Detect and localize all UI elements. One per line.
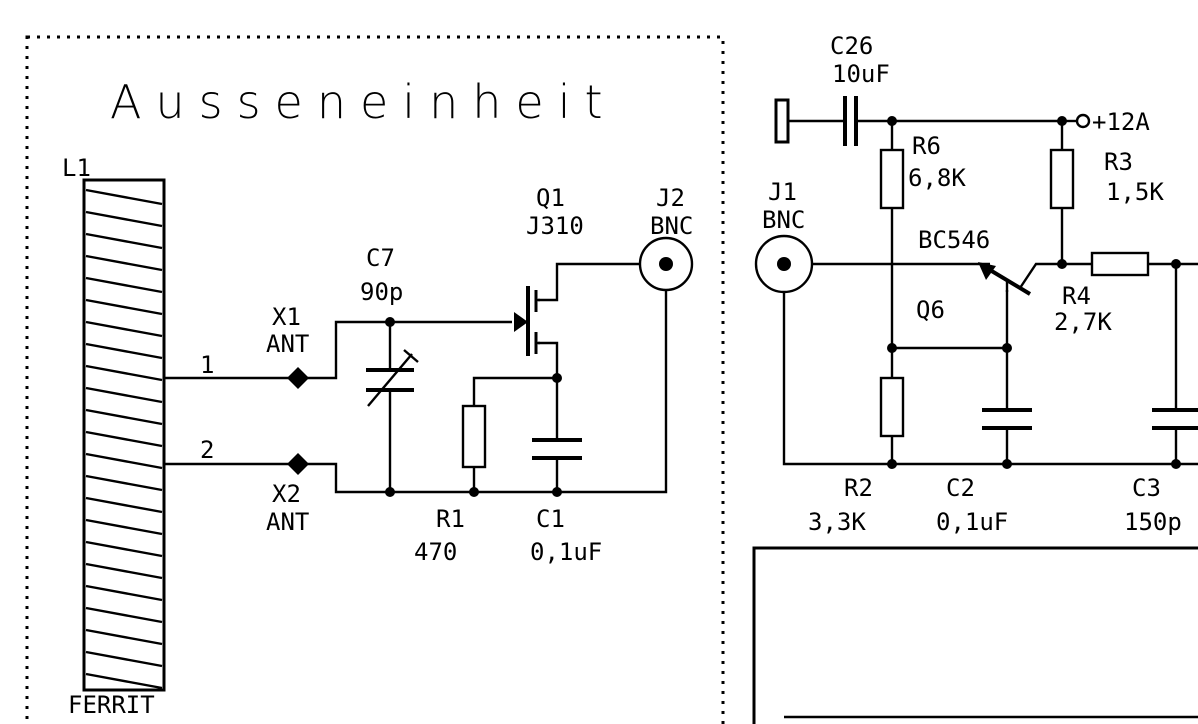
capacitor-c1: C1 0,1uF xyxy=(530,438,602,566)
capacitor-c2: C2 0,1uF xyxy=(936,408,1032,536)
j1-type: BNC xyxy=(762,206,805,234)
pin-2-label: 2 xyxy=(200,436,214,464)
x1-type: ANT xyxy=(266,330,309,358)
q6-type: BC546 xyxy=(918,226,990,254)
j1-name: J1 xyxy=(768,178,797,206)
r6-name: R6 xyxy=(912,132,941,160)
q6-name: Q6 xyxy=(916,296,945,324)
q1-name: Q1 xyxy=(536,184,565,212)
x2-name: X2 xyxy=(272,480,301,508)
resistor-r3: R3 1,5K xyxy=(1049,148,1164,210)
c3-value: 150p xyxy=(1124,508,1182,536)
antenna-leads: 1 2 xyxy=(164,351,298,466)
transistor-q1: Q1 J310 xyxy=(514,184,584,356)
r1-name: R1 xyxy=(436,505,465,533)
c7-value: 90p xyxy=(360,278,403,306)
r2-value: 3,3K xyxy=(808,508,866,536)
c1-name: C1 xyxy=(536,505,565,533)
indoor-unit-box xyxy=(752,546,1198,724)
resistor-r4: R4 2,7K xyxy=(1054,251,1150,336)
r2-name: R2 xyxy=(844,474,873,502)
transistor-q6: BC546 Q6 xyxy=(916,226,1032,324)
capacitor-c3: C3 150p xyxy=(1124,408,1198,536)
c26-name: C26 xyxy=(830,32,873,60)
x2-type: ANT xyxy=(266,508,309,536)
bnc-connector-j2: J2 BNC xyxy=(638,184,693,292)
c2-value: 0,1uF xyxy=(936,508,1008,536)
outdoor-unit: Ausseneinheit L1 FERRIT 1 2 X1 ANT X2 AN… xyxy=(25,35,725,724)
resistor-r2: R2 3,3K xyxy=(808,376,905,536)
c1-value: 0,1uF xyxy=(530,538,602,566)
bnc-connector-j1: J1 BNC xyxy=(754,178,814,294)
indoor-unit: C26 10uF +12A xyxy=(752,32,1198,724)
outdoor-wiring xyxy=(298,262,668,497)
outdoor-unit-title: Ausseneinheit xyxy=(110,75,617,129)
r3-value: 1,5K xyxy=(1106,178,1164,206)
supply-label: +12A xyxy=(1092,108,1150,136)
supply-terminal: +12A xyxy=(1062,108,1150,136)
indoor-wiring xyxy=(782,116,1198,469)
resistor-r1: R1 470 xyxy=(414,404,487,566)
c7-name: C7 xyxy=(366,244,395,272)
r6-value: 6,8K xyxy=(908,164,966,192)
capacitor-c26: C26 10uF xyxy=(774,32,1062,146)
r1-value: 470 xyxy=(414,538,457,566)
c2-name: C2 xyxy=(946,474,975,502)
ferrite-label: FERRIT xyxy=(68,691,155,719)
resistor-r6: R6 6,8K xyxy=(879,132,966,210)
c3-name: C3 xyxy=(1132,474,1161,502)
j2-type: BNC xyxy=(650,212,693,240)
r4-name: R4 xyxy=(1062,282,1091,310)
capacitor-c7: C7 90p xyxy=(360,244,419,407)
r3-name: R3 xyxy=(1104,148,1133,176)
outdoor-unit-border xyxy=(25,35,725,724)
l1-label: L1 xyxy=(62,154,91,182)
terminal-x1: X1 ANT xyxy=(266,303,309,389)
j2-name: J2 xyxy=(656,184,685,212)
ferrite-rod-l1: L1 FERRIT xyxy=(62,154,166,719)
x1-name: X1 xyxy=(272,303,301,331)
c26-value: 10uF xyxy=(832,60,890,88)
pin-1-label: 1 xyxy=(200,351,214,379)
terminal-x2: X2 ANT xyxy=(266,453,309,536)
q1-type: J310 xyxy=(526,212,584,240)
r4-value: 2,7K xyxy=(1054,308,1112,336)
